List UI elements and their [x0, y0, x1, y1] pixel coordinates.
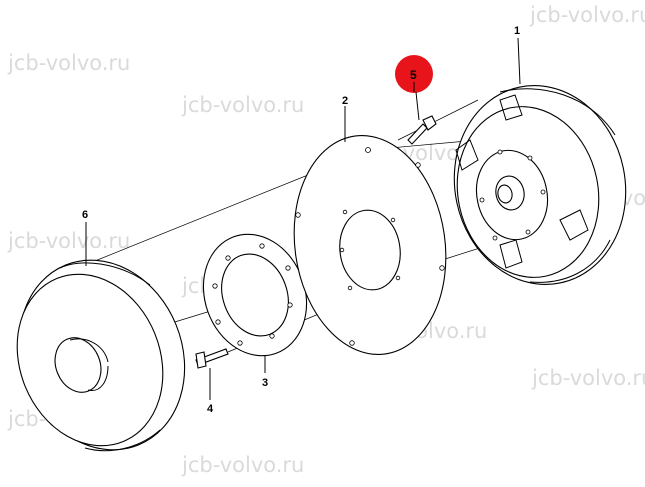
watermark: jcb-volvo.ru: [181, 93, 304, 117]
part-bolt-short: [195, 348, 229, 369]
callout-3: 3: [262, 377, 268, 389]
part-bolt-long: [407, 115, 437, 145]
callout-2: 2: [342, 95, 348, 107]
watermark: jcb-volvo.ru: [7, 229, 130, 253]
watermark: jcb-volvo.ru: [529, 3, 645, 27]
watermark: jcb-volvo.ru: [181, 453, 304, 477]
callout-labels: 1 2 3 4 6: [82, 25, 520, 415]
callout-6: 6: [82, 209, 88, 221]
part-torque-converter: [453, 85, 627, 285]
bolt-holes: [295, 147, 445, 346]
callout-5-highlight[interactable]: 5: [395, 55, 433, 121]
part-flex-plate: [293, 135, 447, 355]
callout-leaders: [85, 37, 521, 400]
bolt-holes: [479, 149, 546, 241]
highlight-marker[interactable]: [395, 55, 433, 93]
part-flywheel: [16, 259, 186, 452]
watermark: jcb-volvo.ru: [531, 366, 645, 390]
callout-1: 1: [514, 25, 520, 37]
watermark: jcb-volvo.ru: [7, 51, 130, 75]
callout-5: 5: [410, 68, 417, 82]
callout-4: 4: [207, 403, 214, 415]
bolt-holes: [212, 243, 293, 346]
part-drive-plate-small: [202, 233, 308, 357]
